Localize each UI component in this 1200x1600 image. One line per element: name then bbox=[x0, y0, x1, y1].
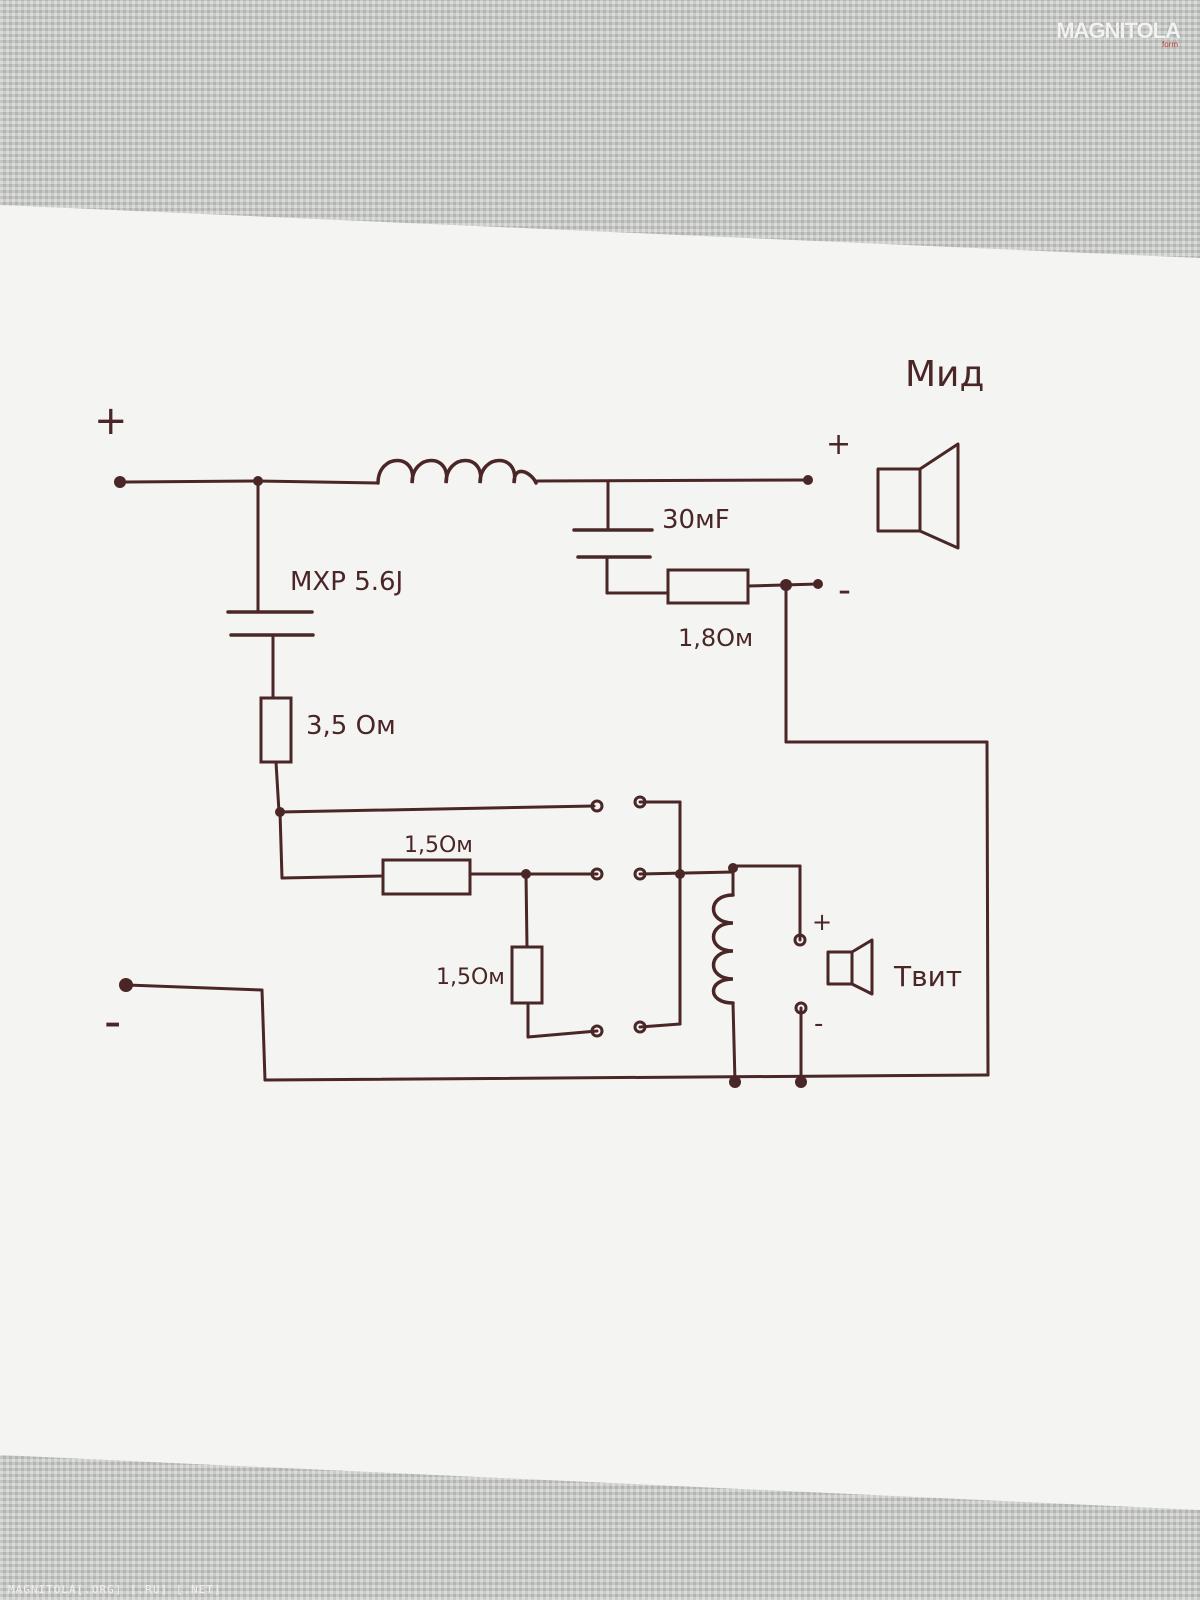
junction-dots bbox=[114, 475, 823, 1088]
mid-speaker-label: Мид bbox=[905, 354, 984, 395]
tweeter-speaker-icon bbox=[826, 938, 874, 996]
footer-source: MAGNITOLA[.ORG] [.RU] [.NET] bbox=[8, 1583, 222, 1596]
resistor-35 bbox=[259, 696, 293, 764]
watermark-sub: form bbox=[1162, 40, 1178, 49]
resistor-18-label: 1,8Ом bbox=[678, 624, 753, 652]
capacitor-30-label: 30мF bbox=[662, 505, 730, 535]
input-minus-label: - bbox=[104, 994, 121, 1050]
tweeter-inductor bbox=[711, 893, 735, 1005]
paper-sheet bbox=[0, 205, 1200, 1510]
mid-speaker-icon bbox=[876, 442, 960, 550]
mid-minus-label: - bbox=[838, 570, 851, 611]
input-plus-label: + bbox=[94, 398, 128, 444]
resistor-18 bbox=[666, 568, 750, 605]
watermark-logo: MAGNITOLA bbox=[1056, 18, 1181, 43]
resistor-15-b-label: 1,5Ом bbox=[436, 965, 505, 990]
tweeter-minus-label: - bbox=[814, 1009, 823, 1039]
resistor-15-b bbox=[510, 945, 544, 1005]
main-inductor bbox=[376, 458, 538, 485]
resistor-15-a-label: 1,5Ом bbox=[404, 833, 473, 858]
resistor-35-label: 3,5 Ом bbox=[306, 711, 396, 741]
mid-plus-label: + bbox=[826, 427, 851, 462]
tweeter-plus-label: + bbox=[812, 908, 832, 936]
tweeter-label: Твит bbox=[893, 960, 962, 993]
switch-contacts bbox=[590, 795, 808, 1038]
resistor-15-a bbox=[381, 858, 472, 896]
capacitor-30 bbox=[572, 528, 654, 559]
capacitor-mxp-label: MXP 5.6J bbox=[290, 567, 403, 597]
capacitor-mxp bbox=[226, 610, 315, 637]
